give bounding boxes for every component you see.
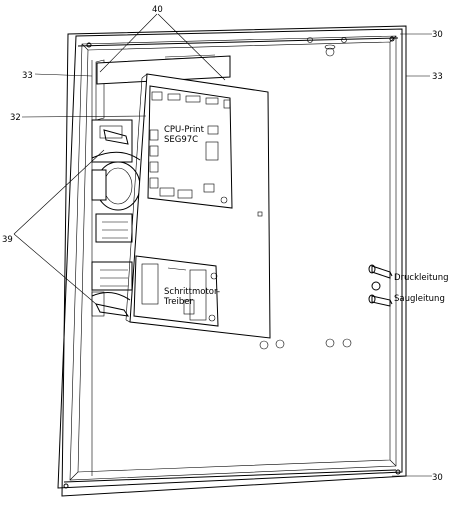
- motor-driver-board: [133, 255, 219, 327]
- callout-40: 40: [152, 5, 163, 15]
- housing-frame: [57, 25, 407, 497]
- callout-33-right: 33: [432, 72, 443, 82]
- motor-label-line2: Treiber: [163, 297, 193, 307]
- callout-32: 32: [10, 113, 21, 123]
- callout-33-left: 33: [22, 71, 33, 81]
- callout-30-top: 30: [432, 30, 443, 40]
- bottom-rail: [63, 469, 401, 489]
- cpu-label-line2: SEG97C: [164, 135, 198, 145]
- callout-39: 39: [2, 235, 13, 245]
- pressure-line-label: Druckleitung: [394, 273, 448, 283]
- connector-sockets: [259, 338, 352, 350]
- callout-30-bottom: 30: [432, 473, 443, 483]
- upper-back-board: [96, 54, 231, 85]
- cpu-label-line1: CPU-Print: [164, 125, 205, 135]
- hose-connectors: [368, 264, 393, 307]
- left-components: [91, 119, 141, 317]
- motor-label-line1: Schrittmotor-: [164, 287, 220, 297]
- leader-lines: [13, 13, 432, 477]
- top-rail: [77, 36, 399, 57]
- cpu-board: [147, 85, 233, 209]
- suction-line-label: Saugleitung: [394, 294, 445, 304]
